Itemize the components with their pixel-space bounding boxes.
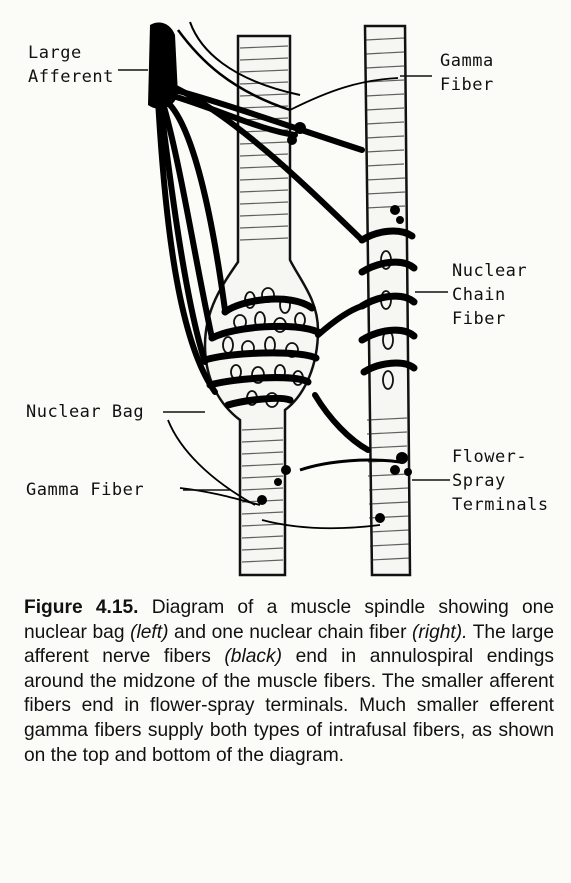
muscle-spindle-diagram: Large Afferent Gamma Fiber Nuclear Chain…	[26, 21, 549, 577]
label-gamma-fiber-top: Gamma Fiber	[440, 51, 504, 95]
caption-text-4: end in annulospiral endings around the m…	[24, 646, 554, 766]
caption-right: (right).	[412, 621, 468, 643]
figure-caption: Figure 4.15. Diagram of a muscle spindle…	[24, 596, 554, 768]
label-large-afferent: Large Afferent	[28, 43, 114, 87]
chain-annulospiral-ending	[358, 227, 418, 376]
flower-spray-terminals	[257, 122, 412, 523]
label-nuclear-chain-fiber: Nuclear Chain Fiber	[452, 261, 538, 329]
caption-left: (left)	[130, 621, 169, 643]
chain-striations	[365, 37, 411, 561]
caption-text-1: Diagram of a muscle spindle showing one …	[24, 597, 554, 643]
nuclear-chain-fiber	[358, 24, 418, 577]
figure-label: Figure 4.15.	[24, 597, 139, 618]
caption-text-2: and one nuclear chain fiber	[168, 621, 413, 643]
bag-annulospiral-ending	[201, 295, 322, 409]
caption-black: (black)	[224, 646, 282, 668]
caption-text-3: The large afferent nerve fibers	[24, 621, 555, 668]
label-leaders	[118, 69, 450, 491]
large-afferent-nerve	[148, 21, 371, 453]
label-nuclear-bag: Nuclear Bag	[26, 402, 144, 422]
label-flower-spray-terminals: Flower- Spray Terminals	[452, 447, 549, 515]
label-gamma-fiber-bottom: Gamma Fiber	[26, 480, 144, 500]
